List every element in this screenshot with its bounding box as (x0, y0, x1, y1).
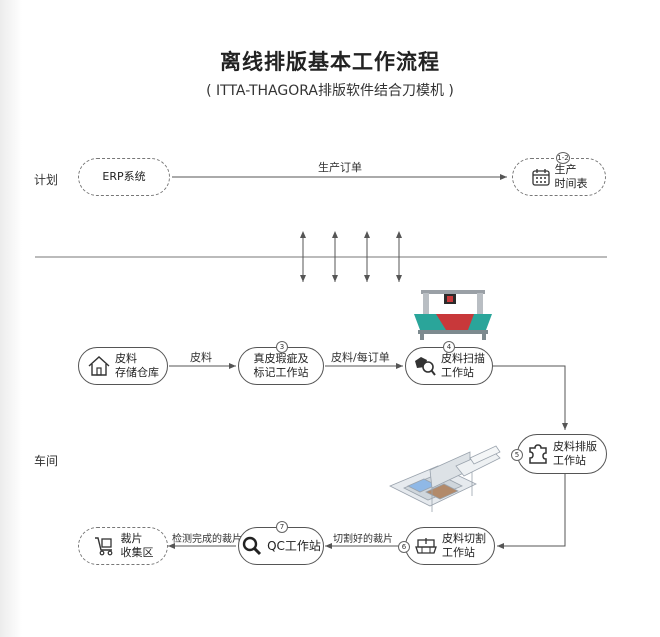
inspection-node: 真皮瑕疵及标记工作站 (238, 347, 324, 385)
scan-badge: 4 (443, 341, 455, 353)
scan-line1: 皮料扫描 (441, 352, 485, 365)
cutting-badge: 6 (398, 541, 410, 553)
inspection-line1: 真皮瑕疵及 (253, 352, 309, 365)
schedule-line2: 时间表 (554, 177, 588, 190)
nesting-node: 皮料排版工作站 (517, 434, 607, 474)
inspection-line2: 标记工作站 (253, 366, 309, 379)
diagram-subtitle: ( ITTA-THAGORA排版软件结合刀模机 ) (206, 83, 454, 99)
edge-cut-pieces-label: 切割好的裁片 (333, 534, 393, 545)
qc-badge: 7 (276, 521, 288, 533)
schedule-node: 生产时间表 (512, 158, 606, 196)
erp-node: ERP系统 (78, 158, 170, 196)
lane-label-plan: 计划 (34, 173, 59, 187)
puzzle-icon (527, 443, 549, 465)
lane-label-workshop: 车间 (34, 454, 59, 468)
cutting-node: 皮料切割工作站 (405, 527, 495, 565)
diagram-title: 离线排版基本工作流程 (220, 50, 440, 74)
cutting-machine-illustration (389, 445, 501, 512)
erp-label: ERP系统 (102, 170, 146, 183)
edge-nesting-to-cutting (497, 474, 566, 549)
cart-icon (93, 535, 117, 557)
schedule-badge: 1-2 (556, 152, 570, 164)
qc-node: QC工作站 (238, 527, 324, 565)
magnifier-icon (241, 535, 263, 557)
scan-machine-illustration (414, 290, 492, 340)
calendar-icon (531, 167, 551, 187)
leather-store-line1: 皮料 (115, 352, 137, 365)
edge-order-label: 生产订单 (318, 161, 362, 174)
leather-store-node: 皮料存储仓库 (78, 347, 168, 385)
qc-label: QC工作站 (267, 539, 321, 553)
leather-store-line2: 存储仓库 (115, 366, 159, 379)
house-icon (87, 355, 111, 377)
sync-arrows (300, 231, 402, 282)
edge-checked-label: 检测完成的裁片 (172, 534, 242, 545)
nesting-line2: 工作站 (553, 454, 586, 467)
pieces-line2: 收集区 (120, 546, 154, 559)
scan-node: 皮料扫描工作站 (405, 347, 493, 385)
inspection-badge: 3 (276, 341, 288, 353)
cutting-table-icon (414, 535, 438, 557)
cutting-line1: 皮料切割 (442, 532, 486, 545)
scan-line2: 工作站 (441, 366, 474, 379)
schedule-line1: 生产 (554, 163, 577, 176)
pieces-node: 裁片收集区 (78, 527, 168, 565)
nesting-badge: 5 (511, 449, 523, 461)
pieces-line1: 裁片 (120, 532, 143, 545)
cutting-line2: 工作站 (442, 546, 475, 559)
background-shade (0, 0, 22, 637)
nesting-line1: 皮料排版 (553, 440, 597, 453)
scan-magnifier-icon (413, 355, 437, 377)
edge-scan-to-nesting (493, 365, 568, 430)
edge-leather-label: 皮料 (190, 351, 212, 364)
edge-per-order-label: 皮料/每订单 (331, 351, 390, 364)
